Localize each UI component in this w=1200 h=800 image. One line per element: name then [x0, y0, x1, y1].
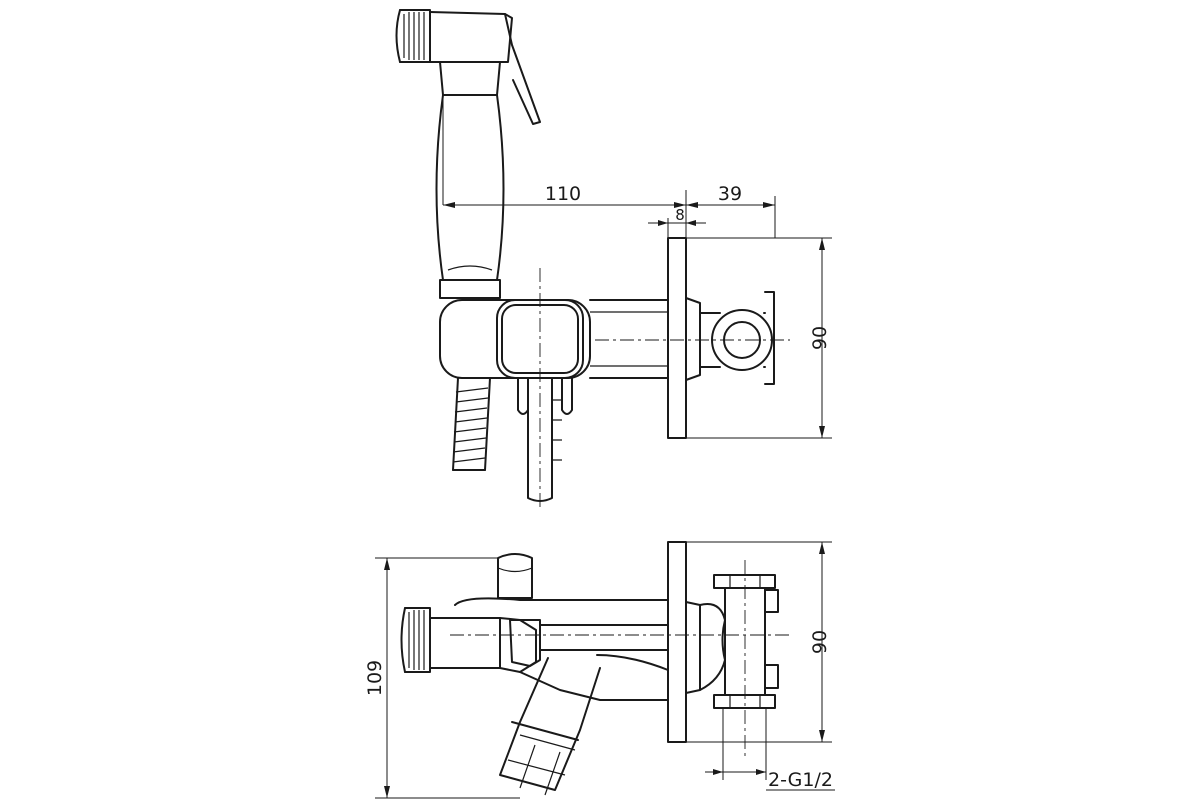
dim-39-label: 39 [718, 183, 742, 205]
lever-plan [499, 657, 601, 796]
wall-plate-top [667, 237, 775, 439]
bottom-view: 90 109 2-G1/2 [364, 541, 835, 799]
dim-110-label: 110 [545, 183, 581, 205]
dimension-bottom-height: 90 [686, 541, 832, 743]
top-view: 110 39 8 90 [395, 9, 832, 510]
handset-head-plan [400, 607, 541, 673]
lever [517, 377, 573, 502]
valve-body [439, 299, 669, 379]
outlet-stub [497, 553, 533, 599]
thread-leader: 2-G1/2 [705, 708, 835, 791]
handset-body [435, 94, 505, 299]
dim-109-label: 109 [364, 660, 386, 696]
wall-plate-bottom [667, 541, 701, 743]
dimension-top-height: 90 [686, 237, 832, 439]
thread-spec-label: 2-G1/2 [768, 769, 833, 791]
handset-head [395, 9, 541, 125]
valve-body-plan [454, 597, 669, 701]
dim-90-bottom-label: 90 [809, 630, 831, 654]
connector-plan [699, 574, 779, 709]
dimension-top: 110 39 8 [442, 92, 776, 238]
inlet-connector [699, 309, 773, 371]
dimension-bottom-total: 109 [364, 557, 520, 799]
dim-8-label: 8 [675, 206, 685, 224]
hose [452, 377, 491, 471]
dim-90-top-label: 90 [809, 326, 831, 350]
